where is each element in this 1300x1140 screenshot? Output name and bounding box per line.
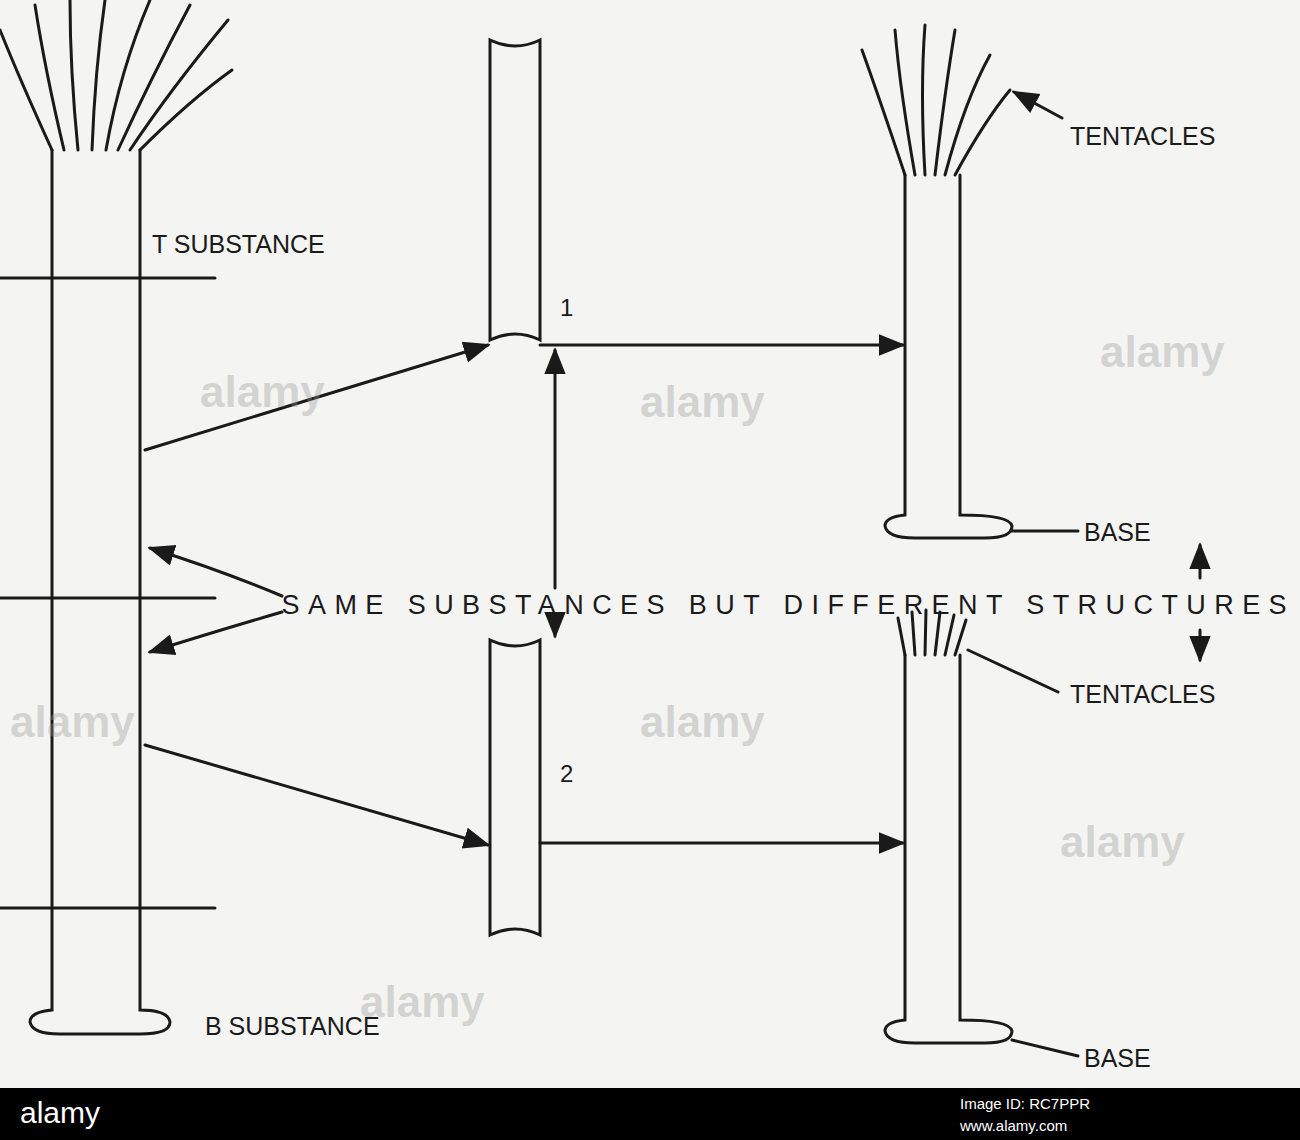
callout-number: 1 xyxy=(560,296,573,320)
stem-segment xyxy=(490,640,540,935)
stem-segment xyxy=(490,40,540,340)
watermark-url: www.alamy.com xyxy=(960,1118,1067,1133)
note-label: SAME SUBSTANCES BUT DIFFERENT STRUCTURES xyxy=(282,592,1295,619)
watermark: alamy xyxy=(360,980,485,1024)
watermark: alamy xyxy=(1060,820,1185,864)
cut-lines xyxy=(0,278,215,908)
watermark: alamy xyxy=(10,700,135,744)
arrow xyxy=(145,345,488,450)
part-label: BASE xyxy=(1084,520,1151,545)
regenerated-hydroid xyxy=(885,655,1012,1043)
leader-line xyxy=(1012,1040,1078,1056)
arrow xyxy=(145,745,488,845)
tentacles xyxy=(0,0,232,150)
watermark: alamy xyxy=(640,700,765,744)
arrow xyxy=(1199,630,1202,660)
regenerated-hydroid xyxy=(885,175,1012,538)
hydroid-stem xyxy=(30,150,170,1034)
callout-number: 2 xyxy=(560,762,573,786)
part-label: TENTACLES xyxy=(1070,124,1215,149)
watermark: alamy xyxy=(200,370,325,414)
leader-line xyxy=(1012,530,1078,533)
leader-line xyxy=(968,650,1058,692)
arrow xyxy=(540,344,903,347)
watermark-bar xyxy=(0,1088,1300,1140)
arrow xyxy=(554,350,557,588)
arrow xyxy=(1199,545,1202,578)
watermark: alamy xyxy=(640,380,765,424)
part-label: TENTACLES xyxy=(1070,682,1215,707)
part-label: T SUBSTANCE xyxy=(152,232,325,257)
watermark-logo: alamy xyxy=(20,1098,100,1128)
tentacles xyxy=(862,25,1010,175)
watermark-id: Image ID: RC7PPR xyxy=(960,1096,1090,1111)
arrow xyxy=(540,842,903,845)
arrow xyxy=(150,548,282,596)
arrow xyxy=(554,622,557,636)
leader-line xyxy=(1014,92,1062,118)
part-label: B SUBSTANCE xyxy=(205,1014,380,1039)
arrow xyxy=(150,612,282,652)
watermark: alamy xyxy=(1100,330,1225,374)
part-label: BASE xyxy=(1084,1046,1151,1071)
